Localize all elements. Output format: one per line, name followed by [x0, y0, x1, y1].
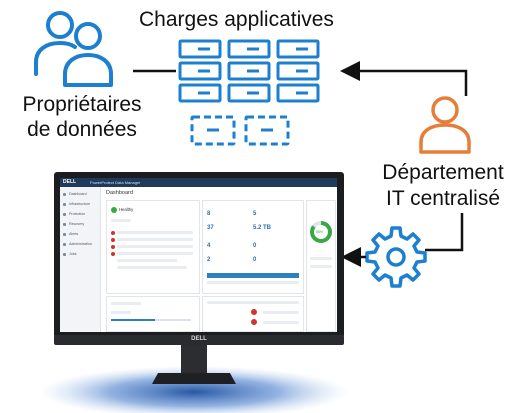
data-owners-label: Propriétaires de données: [2, 92, 162, 142]
app-name: PowerProtect Data Manager: [90, 180, 141, 185]
stat-value: 8: [207, 211, 211, 217]
nav-icon: [63, 192, 66, 196]
gauge-panel: 85%: [306, 200, 336, 332]
nav-item-protection[interactable]: Protection: [63, 212, 85, 217]
admin-to-workloads-arrow: [340, 61, 468, 96]
server-rack-icon: [178, 39, 320, 103]
stat-value: 4: [207, 243, 211, 249]
health-status-text: Healthy: [119, 207, 134, 212]
table-row: [263, 311, 299, 314]
capacity-gauge: [310, 221, 332, 243]
alert-icon: [111, 245, 115, 249]
alert-icon: [111, 231, 115, 235]
health-panel: Healthy: [106, 200, 200, 294]
nav-icon: [63, 232, 66, 236]
nav-icon: [63, 252, 66, 256]
alert-icon: [111, 238, 115, 242]
table-row: [263, 321, 299, 324]
nav-item-infrastructure[interactable]: Infrastructure: [63, 202, 90, 207]
workloads-label: Charges applicatives: [139, 8, 334, 31]
gear-connector-line: [425, 213, 464, 252]
brand-logo: DELL: [63, 179, 77, 185]
nav-icon: [63, 242, 66, 246]
table-row: [207, 281, 299, 284]
stats-panel: 8 5 37 5.2 TB 4 0 2 0: [202, 200, 304, 294]
nav-item-alerts[interactable]: Alerts: [63, 232, 78, 237]
gear-icon: [365, 226, 427, 288]
single-user-icon: [419, 96, 471, 154]
app-header-bar: DELL PowerProtect Data Manager: [60, 178, 337, 187]
list-item: [111, 302, 141, 305]
list-item: [117, 259, 177, 262]
it-department-label: Département IT centralisé: [368, 160, 518, 212]
table-header: [207, 273, 299, 278]
storage-panel: [106, 296, 200, 332]
gauge-value: 85%: [316, 230, 324, 234]
nav-icon: [63, 202, 66, 206]
dashboard-screen: DELL PowerProtect Data Manager Dashboard…: [60, 178, 337, 332]
it-department-label-line1: Département: [382, 161, 504, 184]
nav-icon: [63, 222, 66, 226]
it-department-label-line2: IT centralisé: [386, 187, 500, 210]
table-row: [207, 301, 299, 304]
monitor-glow: [39, 366, 349, 413]
server-slot-marks: [198, 47, 308, 95]
page-title: Dashboard: [106, 190, 133, 196]
nav-item-administration[interactable]: Administration: [63, 242, 92, 247]
list-item: [117, 252, 193, 255]
list-item: [310, 257, 332, 260]
data-owners-label-line2: de données: [27, 118, 137, 141]
stat-value: 5.2 TB: [253, 225, 272, 231]
two-users-icon: [34, 11, 113, 87]
alert-icon: [251, 319, 257, 325]
list-item: [310, 265, 332, 268]
list-item: [111, 311, 131, 314]
stat-value: 0: [253, 243, 257, 249]
list-item: [117, 245, 193, 248]
jobs-table: [202, 296, 304, 332]
nav-icon: [63, 212, 66, 216]
monitor-logo: DELL: [191, 336, 207, 342]
health-status-icon: [111, 207, 117, 213]
nav-sidebar: Dashboard Infrastructure Protection Reco…: [60, 187, 101, 332]
data-owners-label-line1: Propriétaires: [22, 93, 142, 116]
progress-fill: [111, 319, 155, 321]
alert-icon: [251, 309, 257, 315]
nav-item-recovery[interactable]: Recovery: [63, 222, 84, 227]
list-item: [117, 266, 187, 269]
stat-value: 5: [253, 211, 257, 217]
list-item: [117, 238, 193, 241]
stat-value: 37: [207, 225, 214, 231]
list-item: [111, 219, 131, 222]
list-item: [117, 231, 193, 234]
stat-value: 2: [207, 257, 211, 263]
stat-value: 0: [253, 257, 257, 263]
nav-item-dashboard[interactable]: Dashboard: [63, 192, 87, 197]
alert-icon: [111, 252, 115, 256]
nav-item-jobs[interactable]: Jobs: [63, 252, 77, 257]
virtual-server-icon: [190, 115, 290, 146]
